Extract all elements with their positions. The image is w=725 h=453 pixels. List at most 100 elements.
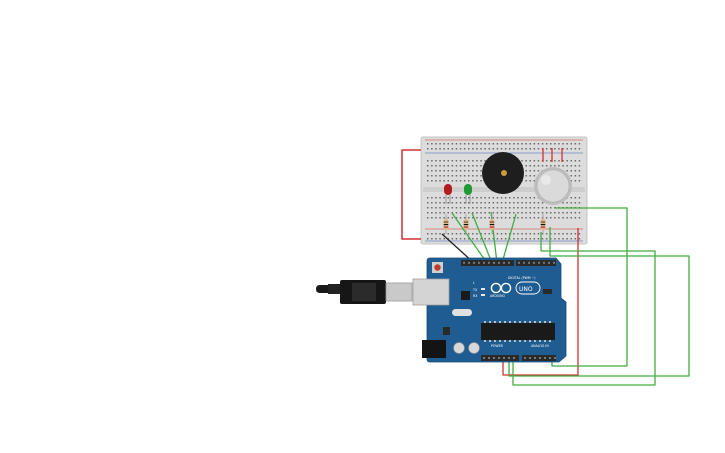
breadboard-hole	[476, 160, 478, 162]
breadboard-hole	[435, 207, 437, 209]
breadboard-hole	[558, 238, 560, 240]
header-pin[interactable]	[498, 261, 500, 264]
breadboard-hole	[541, 238, 544, 240]
header-pin[interactable]	[503, 357, 505, 359]
buzzer[interactable]	[482, 152, 524, 194]
gas-sensor[interactable]	[534, 167, 572, 205]
breadboard-hole	[525, 148, 527, 150]
resistor-band	[443, 221, 449, 223]
breadboard-hole	[447, 170, 449, 172]
resistor[interactable]	[489, 214, 495, 234]
arduino-uno[interactable]: DIGITAL (PWM ~) L TX RX ARDUINO UNO	[412, 257, 567, 363]
breadboard-hole	[558, 148, 560, 150]
led-red-dome	[444, 184, 452, 195]
header-pin[interactable]	[539, 357, 541, 359]
breadboard-hole	[459, 238, 462, 240]
header-pin[interactable]	[518, 261, 520, 264]
resistor[interactable]	[443, 214, 449, 234]
header-pin[interactable]	[478, 261, 480, 264]
header-pin[interactable]	[533, 261, 535, 264]
breadboard-hole	[578, 160, 581, 162]
breadboard-hole	[459, 202, 462, 204]
header-pin[interactable]	[534, 357, 536, 359]
digital-label: DIGITAL (PWM ~)	[508, 276, 535, 280]
header-pin[interactable]	[528, 261, 530, 264]
breadboard-hole	[529, 170, 531, 172]
header-pin[interactable]	[473, 261, 475, 264]
wire-green-4[interactable]	[501, 213, 517, 264]
breadboard-hole	[533, 148, 536, 150]
header-pin[interactable]	[483, 357, 485, 359]
wire-green-loop-3[interactable]	[508, 227, 690, 377]
breadboard-hole	[545, 143, 548, 145]
breadboard-hole	[513, 197, 515, 199]
breadboard-hole	[443, 160, 445, 162]
chip-pin	[549, 340, 551, 342]
breadboard-hole	[463, 212, 466, 214]
header-pin[interactable]	[538, 261, 540, 264]
reset-button[interactable]	[434, 264, 441, 271]
breadboard-hole	[496, 143, 499, 145]
header-pin[interactable]	[543, 261, 545, 264]
header-pin[interactable]	[468, 261, 470, 264]
breadboard-hole	[509, 238, 511, 240]
breadboard-hole	[521, 160, 523, 162]
breadboard-hole	[435, 170, 437, 172]
usb-cable-sleeve	[328, 284, 342, 294]
header-pin[interactable]	[544, 357, 546, 359]
breadboard-hole	[550, 148, 552, 150]
led-red[interactable]	[444, 184, 452, 204]
breadboard-hole	[431, 160, 433, 162]
breadboard-hole	[566, 170, 568, 172]
breadboard-hole	[554, 238, 556, 240]
header-pin[interactable]	[554, 357, 556, 359]
header-pin[interactable]	[493, 261, 495, 264]
wire-green-loop-2[interactable]	[512, 232, 656, 386]
led-green[interactable]	[464, 184, 472, 204]
breadboard-hole	[476, 217, 478, 219]
components[interactable]	[443, 152, 572, 234]
breadboard-hole	[517, 207, 519, 209]
breadboard-hole	[529, 207, 531, 209]
header-pin[interactable]	[508, 261, 510, 264]
wire-green-1[interactable]	[451, 212, 488, 264]
header-pin[interactable]	[513, 357, 515, 359]
usb-cable[interactable]	[316, 280, 413, 304]
wire-green-2[interactable]	[471, 212, 493, 264]
breadboard-hole	[439, 233, 441, 235]
breadboard-hole	[566, 217, 568, 219]
header-pin[interactable]	[483, 261, 485, 264]
breadboard-hole	[435, 175, 437, 177]
wire-red-left[interactable]	[401, 149, 421, 240]
breadboard-hole	[570, 175, 572, 177]
breadboard-hole	[574, 170, 577, 172]
header-pin[interactable]	[524, 357, 526, 359]
resistor[interactable]	[463, 214, 469, 234]
header-pin[interactable]	[488, 261, 490, 264]
resistor[interactable]	[540, 214, 546, 234]
wire-red-power[interactable]	[502, 228, 579, 376]
usb-metal-plug	[385, 282, 413, 302]
breadboard-hole	[529, 165, 531, 167]
header-pin[interactable]	[523, 261, 525, 264]
breadboard-hole	[513, 148, 515, 150]
header-pin[interactable]	[508, 357, 510, 359]
header-pin[interactable]	[529, 357, 531, 359]
breadboard-hole	[463, 143, 466, 145]
resistors[interactable]	[443, 214, 546, 234]
header-pin[interactable]	[493, 357, 495, 359]
header-pin[interactable]	[488, 357, 490, 359]
digital-pins	[463, 261, 555, 264]
breadboard-hole	[459, 233, 462, 235]
header-pin[interactable]	[463, 261, 465, 264]
chip-pin	[524, 340, 526, 342]
wire-green-loop-1[interactable]	[551, 207, 628, 367]
header-pin[interactable]	[503, 261, 505, 264]
wires[interactable]	[401, 148, 690, 386]
header-pin[interactable]	[498, 357, 500, 359]
header-pin[interactable]	[548, 261, 550, 264]
chip-pin	[544, 321, 546, 323]
header-pin[interactable]	[553, 261, 555, 264]
header-pin[interactable]	[549, 357, 551, 359]
